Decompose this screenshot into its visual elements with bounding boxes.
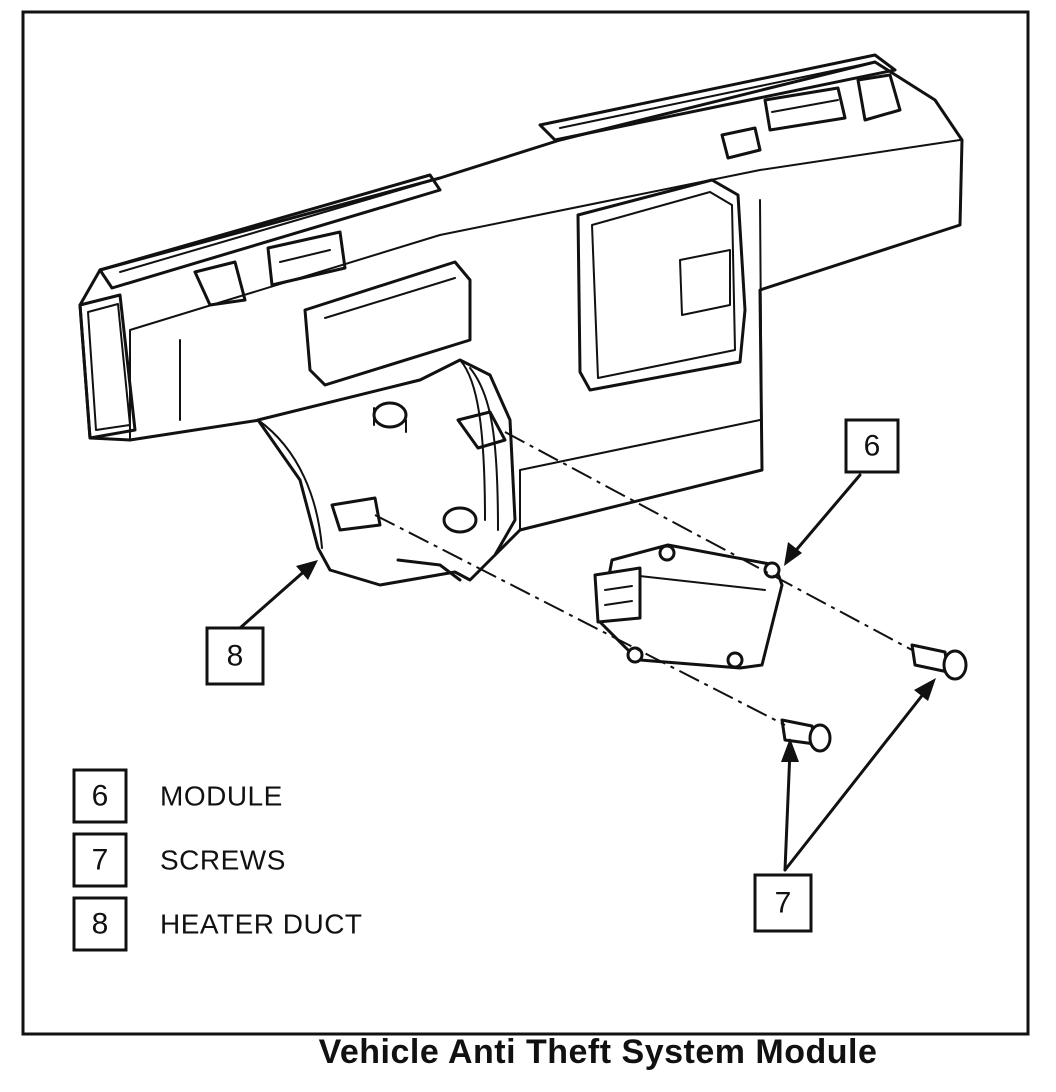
legend-label: MODULE: [160, 781, 283, 812]
alignment-line-lower: [374, 514, 786, 726]
figure-frame: [21, 10, 1030, 1036]
legend-item: 7 SCREWS: [72, 832, 286, 888]
legend-number: 6: [92, 780, 109, 813]
heater-duct: [256, 358, 517, 587]
legend-label: HEATER DUCT: [160, 909, 363, 940]
leader-arrows: [238, 473, 936, 872]
callout-8-number: 8: [227, 640, 244, 673]
legend-number: 7: [92, 844, 109, 877]
screws: [780, 643, 968, 753]
anti-theft-module: [593, 543, 784, 670]
legend-item: 6 MODULE: [72, 768, 283, 824]
callout-8: 8: [205, 626, 265, 686]
callout-7: 7: [753, 873, 813, 933]
figure-caption: Vehicle Anti Theft System Module: [319, 1033, 878, 1071]
instrument-panel-carrier: [78, 53, 964, 557]
legend-label: SCREWS: [160, 845, 286, 876]
legend-item: 8 HEATER DUCT: [72, 896, 363, 952]
callout-6: 6: [844, 418, 900, 474]
callout-7-number: 7: [775, 887, 792, 920]
alignment-line-upper: [504, 431, 913, 651]
callout-6-number: 6: [864, 430, 881, 463]
legend: 6 MODULE 7 SCREWS 8 HEATER DUCT: [72, 768, 363, 952]
legend-number: 8: [92, 908, 109, 941]
